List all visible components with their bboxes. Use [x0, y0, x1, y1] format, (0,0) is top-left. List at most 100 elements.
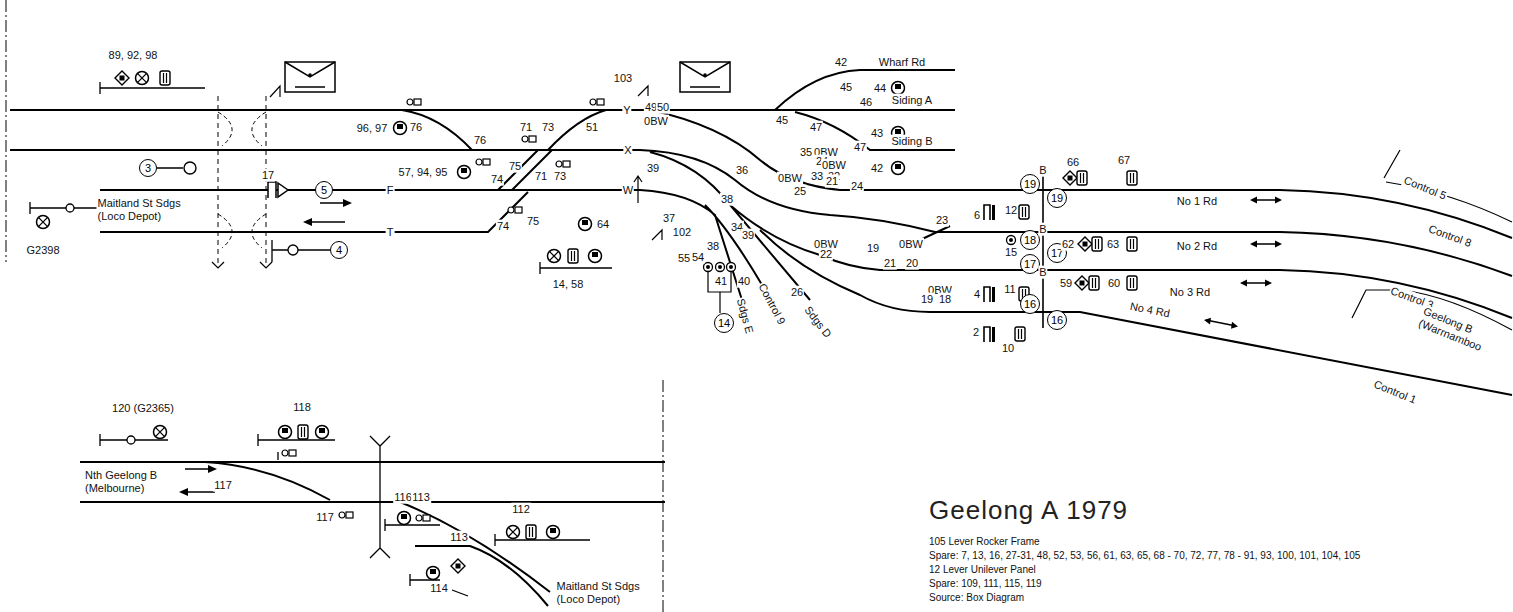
- track-label: 57, 94, 95: [398, 166, 449, 179]
- track-label: 4: [973, 288, 981, 301]
- diamond-signal: [115, 71, 129, 85]
- track-label: 76: [409, 121, 423, 134]
- track-label: 38: [706, 240, 720, 253]
- treadle-wire: [708, 272, 731, 313]
- track-label: 117: [315, 511, 335, 524]
- track-label: 73: [541, 121, 555, 134]
- home-signal: [579, 218, 592, 231]
- treadle-symbol: [1007, 236, 1016, 245]
- circuit-bar: [1042, 176, 1044, 328]
- auto-signal: [37, 216, 50, 229]
- home-signal: [589, 250, 602, 263]
- auto-signal: [548, 250, 561, 263]
- small-signal: [184, 162, 196, 174]
- track-label: Siding A: [891, 94, 933, 107]
- track-label: 76: [473, 134, 487, 147]
- indicator-signal: [1127, 237, 1137, 251]
- track-label: 59: [1059, 277, 1073, 290]
- track-label: 62: [1061, 238, 1075, 251]
- home-signal: [398, 512, 411, 525]
- dwarf-signal: [416, 515, 430, 521]
- home-signal: [394, 122, 407, 135]
- track-label: 25: [793, 185, 807, 198]
- track-label: 63: [1106, 238, 1120, 251]
- track-label: 66: [1066, 156, 1080, 169]
- dwarf-signal: [556, 161, 570, 167]
- road-track: [840, 190, 1512, 395]
- track-label: 113: [411, 491, 431, 504]
- track-label: 37: [662, 212, 676, 225]
- dwarf-signal: [522, 136, 536, 142]
- track-label: B: [1038, 266, 1047, 279]
- track-label: 71: [519, 121, 533, 134]
- track-label: Y: [622, 104, 631, 117]
- track-label: 12 Lever Unilever Panel: [928, 564, 1037, 576]
- track-label: 64: [596, 218, 610, 231]
- circle-number: 3: [145, 163, 151, 174]
- fouling-marker: [370, 436, 390, 558]
- diamond-signal: [1075, 276, 1089, 290]
- track-label: 103: [613, 72, 633, 85]
- track-label: 118: [292, 401, 312, 414]
- track-label: 105 Lever Rocker Frame: [928, 536, 1041, 548]
- signal-17-symbol: [268, 182, 288, 198]
- stop-bracket: [984, 287, 995, 302]
- auto-signal: [154, 426, 167, 439]
- dwarf-signal: [476, 159, 490, 165]
- track-label: 43: [870, 127, 884, 140]
- diamond-signal: [1063, 171, 1077, 185]
- bridge-arc: [218, 112, 266, 248]
- boundary-line: [6, 0, 7, 262]
- signal-post: [30, 82, 612, 274]
- circuit-circle: 16: [1020, 294, 1040, 314]
- indicator-signal: [1077, 171, 1087, 185]
- track-label: 60: [1107, 277, 1121, 290]
- circle-number: 16: [1024, 299, 1036, 310]
- circuit-circle: 16: [1047, 310, 1067, 330]
- track-label: 0BW: [898, 238, 924, 251]
- track-label: Geelong B (Warrnamboo: [1416, 304, 1494, 355]
- track-label: 114: [429, 582, 449, 595]
- track-label: Wharf Rd: [878, 56, 926, 69]
- home-signal: [279, 426, 292, 439]
- dwarf-signal: [339, 512, 353, 518]
- track-label: 23: [935, 214, 949, 227]
- track-label: 42: [834, 56, 848, 69]
- track-label: 71: [534, 170, 548, 183]
- track-label: 117: [213, 479, 233, 492]
- track-label: 0BW: [643, 115, 669, 128]
- envelope-dot: [308, 73, 312, 77]
- diamond-signal: [1078, 237, 1092, 251]
- dwarf-signal: [590, 99, 604, 105]
- box-envelope: [680, 62, 730, 92]
- arrow-head: [1204, 197, 1282, 329]
- track-label: 40: [737, 275, 751, 288]
- circle-number: 18: [1024, 235, 1036, 246]
- track-label: 19: [920, 293, 934, 306]
- indicator-signal: [1019, 205, 1029, 219]
- stop-bracket: [984, 327, 995, 342]
- track-label: G2398: [25, 244, 60, 257]
- track-label: 116: [393, 491, 413, 504]
- arrow-head: [179, 465, 217, 496]
- track-label: 42: [870, 162, 884, 175]
- stop-bracket: [984, 205, 995, 220]
- track-label: B: [1038, 164, 1047, 177]
- home-signal: [316, 426, 329, 439]
- track-label: 54: [691, 251, 705, 264]
- home-signal: [427, 567, 440, 580]
- track-label: 51: [585, 121, 599, 134]
- envelope-flap: [680, 62, 730, 87]
- home-signal: [547, 526, 560, 539]
- indicator-signal: [1127, 276, 1137, 290]
- home-signal: [892, 162, 905, 175]
- platform-outline: [1352, 150, 1512, 330]
- circuit-circle: 18: [1020, 230, 1040, 250]
- track-label: 47: [809, 121, 823, 134]
- circle-number: 16: [1051, 315, 1063, 326]
- direction-arrow: [307, 203, 348, 222]
- indicator-signal: [1127, 171, 1137, 185]
- location-flag: [270, 86, 280, 97]
- indicator-signal: [160, 71, 170, 85]
